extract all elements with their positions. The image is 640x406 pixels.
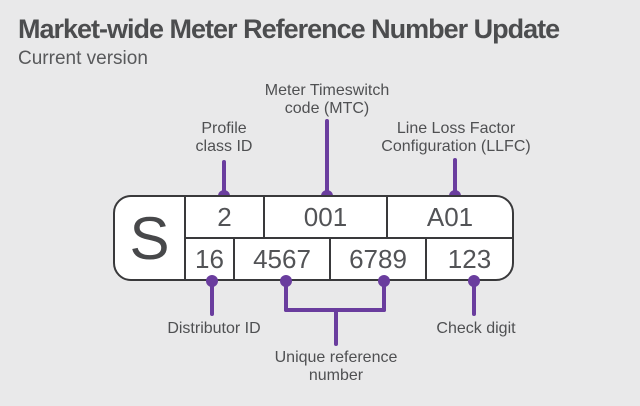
connector-line-meter-timeswitch [325,119,329,196]
connector-dot-check-digit [468,275,480,287]
connector-dot-unique-reference-right [378,275,390,287]
meter-reference-table: S 2 001 A01 16 4567 6789 123 [113,195,514,281]
table-row-top: 2 001 A01 [186,197,512,239]
callout-distributor-id: Distributor ID [167,320,261,337]
mtc-cell: 001 [265,197,388,237]
connector-line-check-digit [472,282,476,316]
callout-unique-reference-number: Unique reference number [274,349,398,384]
meter-table-grid: 2 001 A01 16 4567 6789 123 [186,197,512,279]
page-subtitle: Current version [18,48,148,69]
connector-dot-distributor-id [206,275,218,287]
check-digit-cell: 123 [447,243,492,274]
connector-line-profile-class-id [222,160,226,196]
llfc-cell: A01 [426,201,474,232]
callout-meter-timeswitch-code: Meter Timeswitch code (MTC) [264,82,390,117]
supply-prefix-cell: S [115,197,186,279]
unique-reference-bracket-right [382,282,386,312]
connector-line-line-loss-factor [453,158,457,196]
callout-profile-class-id: Profile class ID [195,120,253,155]
unique-reference-bracket-left [284,282,288,312]
table-row-bottom: 16 4567 6789 123 [186,239,512,279]
profile-class-cell: 2 [186,197,265,237]
unique-reference-cell-1: 4567 [235,239,331,279]
connector-dot-unique-reference-left [280,275,292,287]
unique-reference-cell-2: 6789 [331,239,427,279]
connector-line-distributor-id [210,282,214,316]
distributor-id-cell: 16 [186,239,235,279]
page-title: Market-wide Meter Reference Number Updat… [18,14,560,44]
callout-line-loss-factor: Line Loss Factor Configuration (LLFC) [381,120,531,155]
unique-reference-bracket-stem [334,310,338,346]
callout-check-digit: Check digit [436,320,516,337]
